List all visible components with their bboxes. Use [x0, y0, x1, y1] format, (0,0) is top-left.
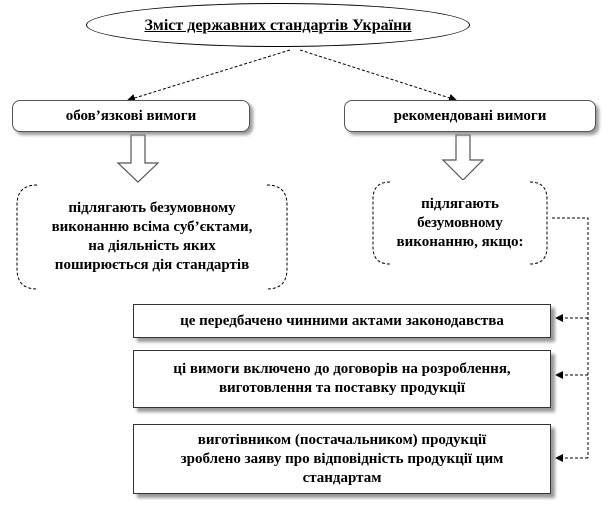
mandatory-requirements-box: обов’язкові вимоги — [12, 100, 250, 132]
mandatory-detail-line-3: на діяльність яких — [88, 238, 216, 254]
hollow-arrow-left — [116, 134, 160, 183]
recommended-detail-line-2: безумовному — [417, 214, 503, 231]
mandatory-detail-box: підлягають безумовному виконанню всіма с… — [13, 183, 291, 291]
condition-1-line-1: це передбачено чинними актами законодавс… — [180, 312, 504, 329]
recommended-detail-box: підлягають безумовному виконанню, якщо: — [370, 180, 550, 266]
mandatory-detail-line-2: виконанню всіма суб’єктами, — [51, 219, 253, 235]
condition-box-3: виготівником (постачальником) продукції … — [133, 424, 551, 494]
condition-2-line-1: ці вимоги включено до договорів на розро… — [173, 361, 511, 377]
arrow-root-to-left — [127, 49, 291, 102]
root-title: Зміст державних стандартів України — [144, 16, 412, 34]
recommended-detail-line-1: підлягають — [421, 195, 499, 212]
arrow-root-to-right — [299, 49, 457, 102]
hollow-arrow-right — [441, 134, 485, 181]
condition-2-line-2: виготовлення та поставку продукції — [218, 380, 466, 396]
recommended-requirements-box: рекомендовані вимоги — [344, 100, 596, 132]
bracket-connector — [552, 217, 589, 458]
recommended-detail-line-3: виконанню, якщо: — [396, 233, 524, 250]
condition-3-line-2: зроблено заяву про відповідність продукц… — [180, 450, 504, 467]
mandatory-detail-brackets — [16, 184, 288, 290]
recommended-requirements-label: рекомендовані вимоги — [393, 107, 547, 124]
mandatory-requirements-label: обов’язкові вимоги — [65, 107, 197, 124]
mandatory-detail-line-1: підлягають безумовному — [68, 200, 236, 216]
recommended-detail-brackets — [372, 181, 548, 265]
mandatory-detail-line-4: поширюється дія стандартів — [54, 257, 250, 273]
condition-box-1: це передбачено чинними актами законодавс… — [133, 304, 551, 338]
root-ellipse: Зміст державних стандартів України — [86, 3, 470, 47]
condition-box-2: ці вимоги включено до договорів на розро… — [133, 350, 551, 408]
condition-3-line-3: стандартам — [302, 469, 382, 486]
condition-3-line-1: виготівником (постачальником) продукції — [197, 431, 487, 448]
